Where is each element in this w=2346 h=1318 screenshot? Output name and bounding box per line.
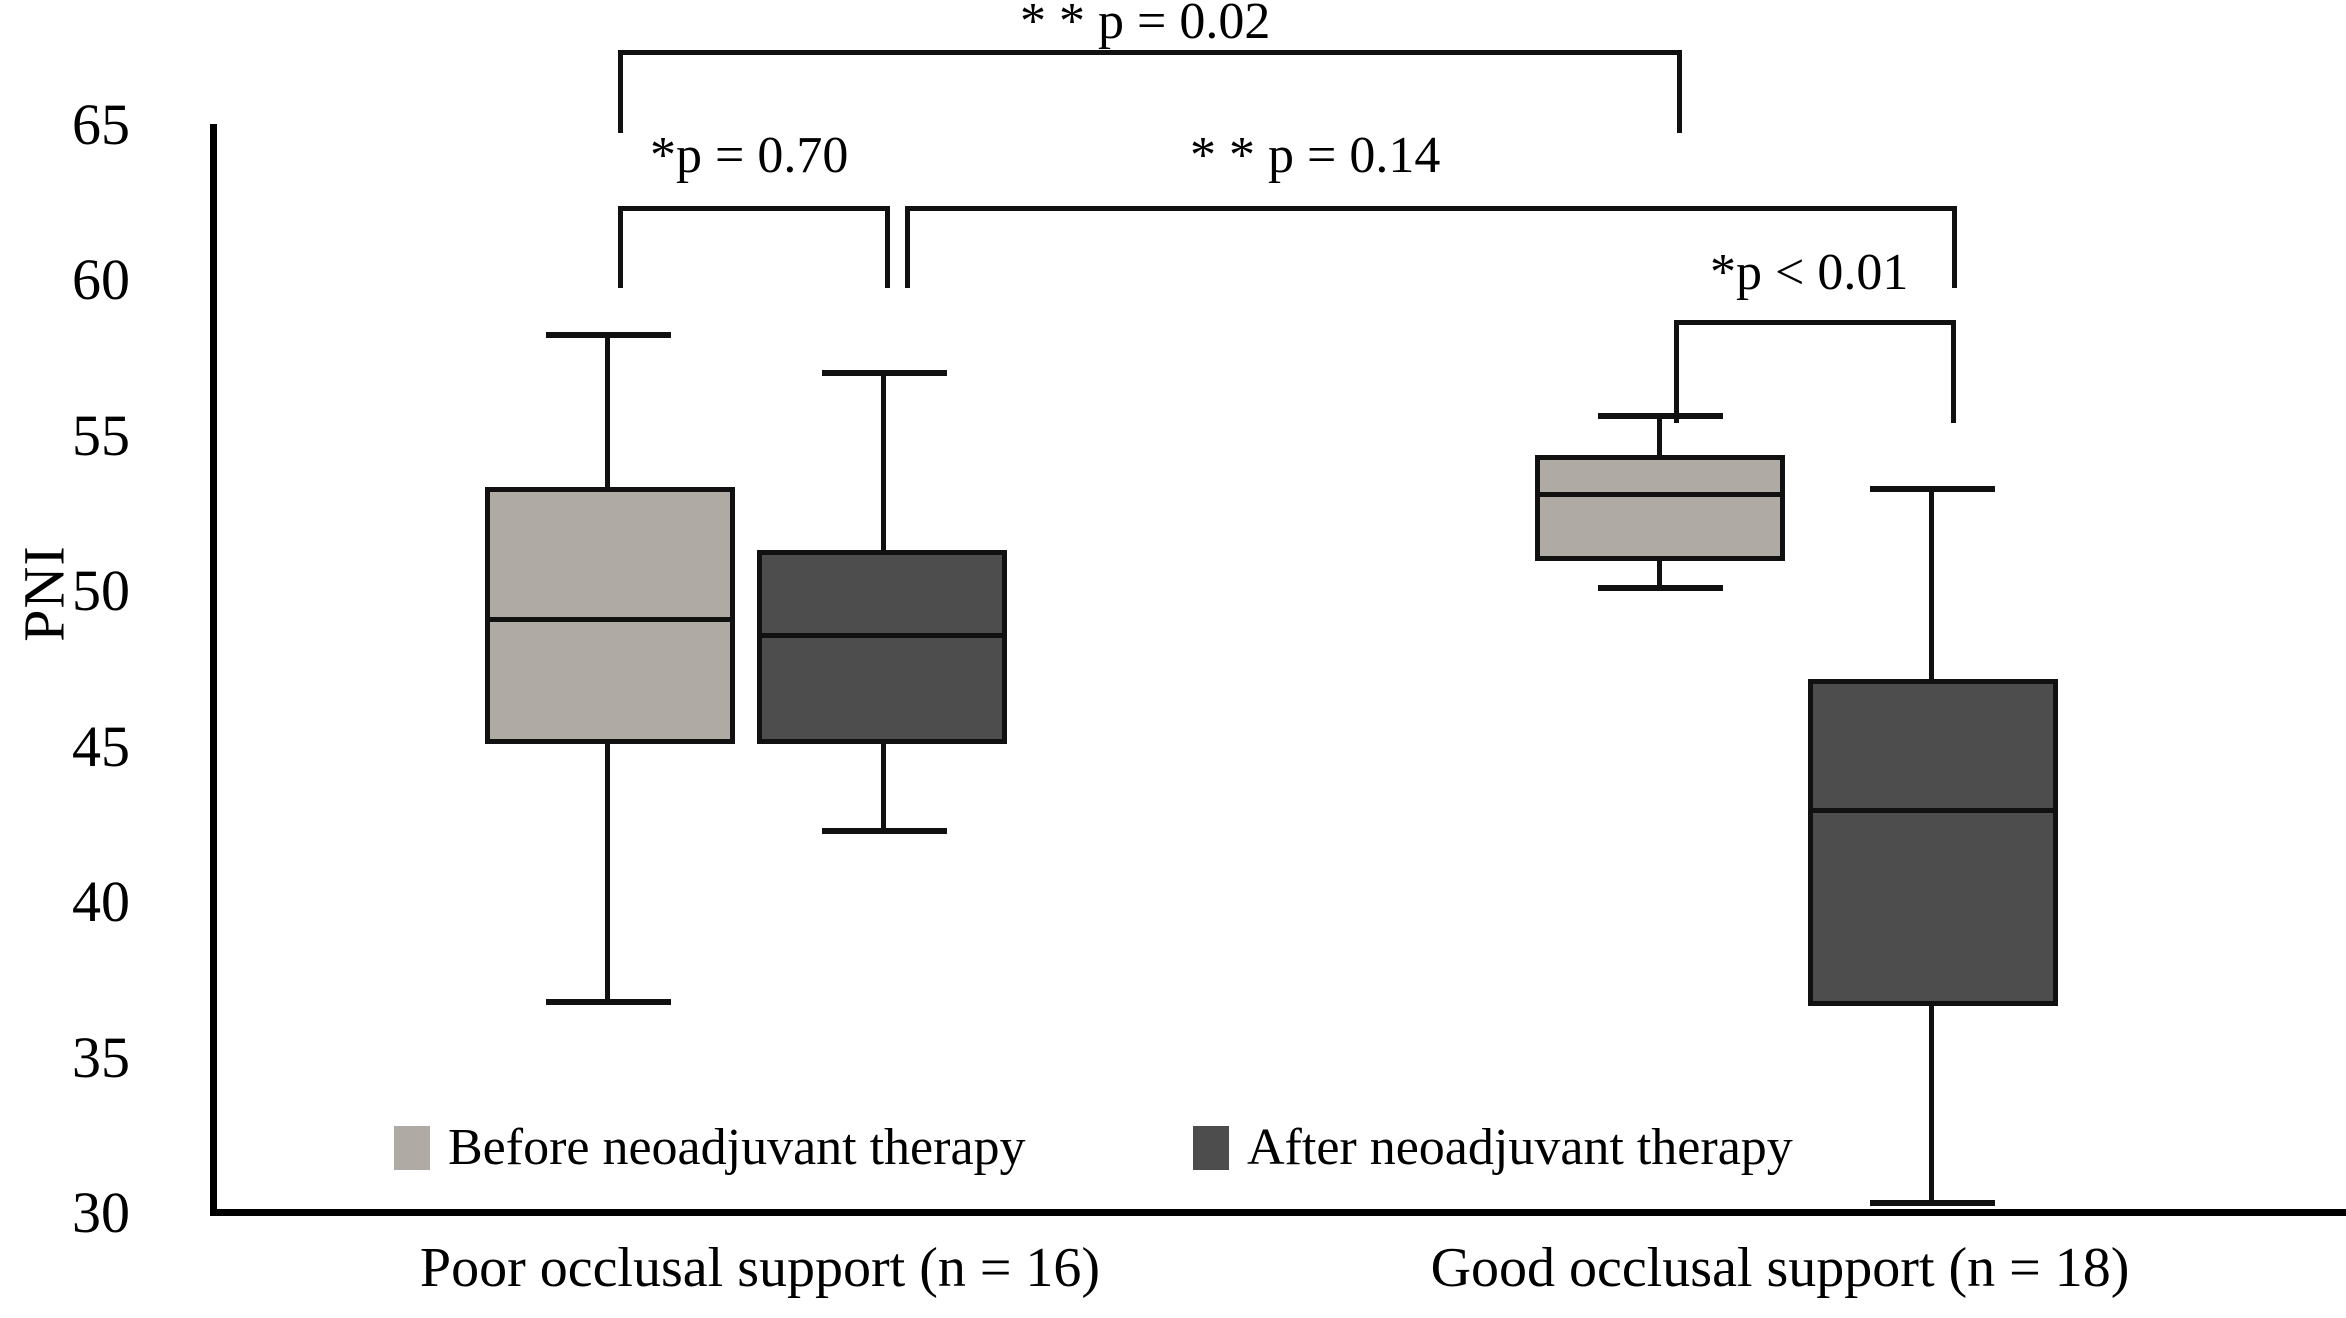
whisker-cap-lower (822, 828, 947, 834)
y-axis-line (210, 124, 217, 1216)
legend-swatch-before (394, 1125, 430, 1170)
median-line (757, 633, 1007, 638)
y-tick-55: 55 (72, 403, 130, 468)
y-tick-45: 45 (72, 714, 130, 779)
y-tick-30: 30 (72, 1180, 130, 1245)
median-line (1808, 808, 2058, 813)
bracket-right-tick (885, 206, 890, 288)
whisker-lower (605, 744, 610, 1002)
y-tick-35: 35 (72, 1025, 130, 1090)
bracket-left-tick (618, 206, 623, 288)
whisker-cap-lower (1870, 1200, 1995, 1206)
box-body (1808, 679, 2058, 1006)
y-tick-60: 60 (72, 247, 130, 312)
box-body (485, 487, 735, 744)
box-body (757, 550, 1007, 744)
category-label-good: Good occlusal support (n = 18) (1430, 1237, 2130, 1299)
legend-label-before: Before neoadjuvant therapy (448, 1119, 1026, 1176)
legend-swatch-after (1193, 1125, 1229, 1170)
whisker-upper (881, 370, 886, 552)
bracket-left-tick (1674, 320, 1679, 423)
bracket-hline (905, 206, 1957, 211)
whisker-cap-lower (1598, 585, 1723, 591)
whisker-lower (1929, 1006, 1934, 1205)
whisker-lower (1657, 561, 1662, 589)
whisker-upper (1929, 486, 1934, 686)
bracket-right-tick (1952, 206, 1957, 288)
bracket-right-tick (1677, 50, 1682, 133)
whisker-upper (605, 332, 610, 489)
category-label-poor: Poor occlusal support (n = 16) (419, 1237, 1101, 1299)
legend-item-after: After neoadjuvant therapy (1193, 1118, 1793, 1177)
p-value-label-poor-pair: *p = 0.70 (650, 127, 849, 184)
median-line (485, 617, 735, 622)
bracket-hline (618, 206, 890, 211)
whisker-cap-lower (546, 999, 671, 1005)
p-value-label-cross-after: * * p = 0.14 (1190, 127, 1441, 184)
whisker-upper (1657, 413, 1662, 457)
y-tick-40: 40 (72, 869, 130, 934)
box-body (1535, 455, 1785, 561)
bracket-left-tick (905, 206, 910, 288)
median-line (1535, 492, 1785, 497)
p-value-label-good-pair: *p < 0.01 (1710, 244, 1909, 301)
legend-label-after: After neoadjuvant therapy (1247, 1119, 1793, 1176)
x-axis-line (210, 1209, 2346, 1216)
bracket-left-tick (618, 50, 623, 133)
p-value-label-top: * * p = 0.02 (1020, 0, 1271, 50)
legend-item-before: Before neoadjuvant therapy (394, 1118, 1026, 1177)
bracket-hline (618, 50, 1682, 55)
y-tick-50: 50 (72, 558, 130, 623)
bracket-right-tick (1951, 320, 1956, 423)
bracket-hline (1674, 320, 1956, 325)
y-tick-65: 65 (72, 92, 130, 157)
whisker-lower (881, 744, 886, 832)
